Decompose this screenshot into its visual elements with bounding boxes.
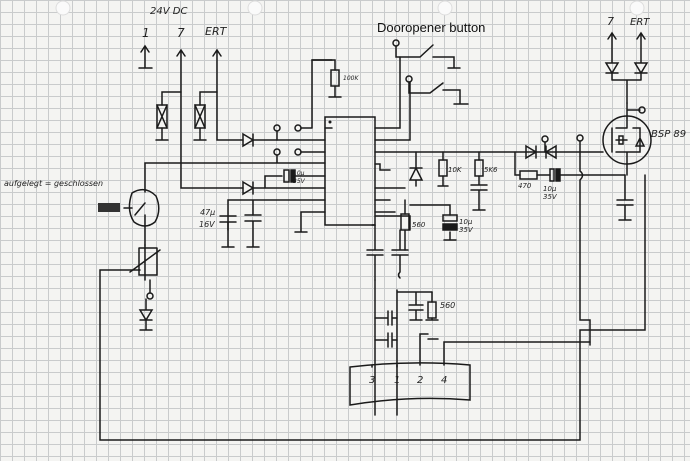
dooropener-button[interactable] <box>392 39 469 105</box>
c-10u-c-voltage: 35V <box>459 226 474 234</box>
punch-hole <box>437 0 453 16</box>
c-10u-a-voltage: 35V <box>293 178 306 185</box>
mosfet-label: BSP 89 <box>651 129 686 140</box>
punch-hole <box>55 0 71 16</box>
reed-switch <box>99 174 646 441</box>
ic-pin1-marker <box>328 120 332 124</box>
connector-pin: 1 <box>394 375 400 386</box>
punch-hole <box>629 0 645 16</box>
dooropener-title: Dooropener button <box>377 20 485 35</box>
r-100k-label: 100K <box>343 75 359 82</box>
c-10u-b-voltage: 35V <box>543 193 558 201</box>
terminal-1-label: 1 <box>142 26 150 40</box>
magnet-icon <box>98 203 120 212</box>
connector-pins: 3 1 2 4 <box>369 375 447 386</box>
c-47u-voltage: 16V <box>199 220 215 229</box>
supply-label: 24V DC <box>150 6 187 17</box>
punch-hole <box>247 0 263 16</box>
supply-wiring <box>138 44 411 248</box>
reed-note: aufgelegt = geschlossen <box>4 179 103 188</box>
c-47u-value: 47µ <box>200 208 215 217</box>
c-10u-a-value: 10µ <box>293 170 305 177</box>
out-terminal-ert: ERT <box>630 17 650 28</box>
out-terminal-7: 7 <box>607 15 614 28</box>
r-5k6-label: 5K6 <box>484 166 498 174</box>
terminal-ert-label: ERT <box>205 25 228 38</box>
c-10u-c-value: 10µ <box>459 218 473 226</box>
c-10u-b-value: 10µ <box>543 185 557 193</box>
r-470-label: 470 <box>518 182 532 190</box>
r-10k-label: 10K <box>448 166 463 174</box>
connector-pin: 2 <box>417 375 423 386</box>
connector-pin: 4 <box>441 375 447 386</box>
output-circuit <box>349 31 652 416</box>
terminal-7-label: 7 <box>177 26 185 40</box>
r-560a-label: 560 <box>412 221 426 229</box>
connector-pin: 3 <box>369 375 375 386</box>
r-560b-label: 560 <box>440 301 455 310</box>
